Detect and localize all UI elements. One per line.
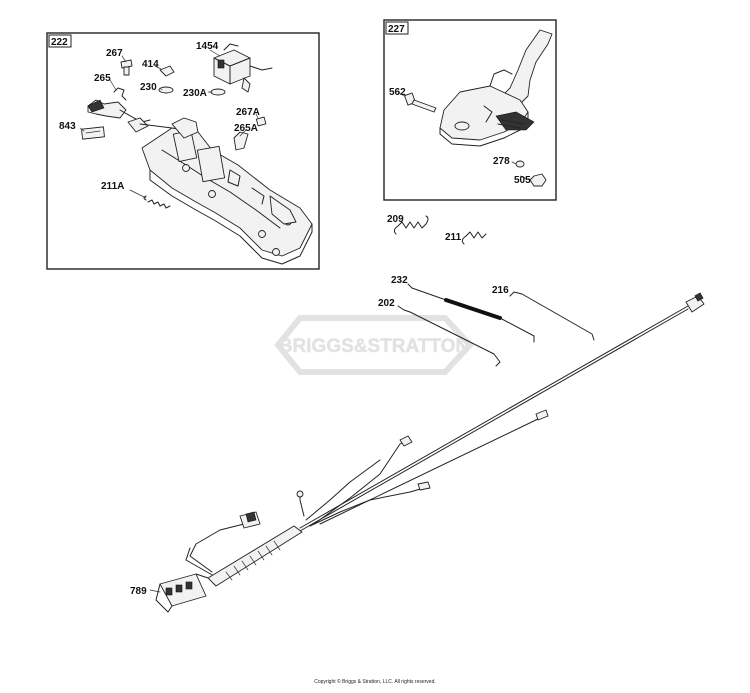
- spring-211: [461, 231, 487, 245]
- callout-843: 843: [59, 121, 76, 132]
- callout-562: 562: [389, 87, 406, 98]
- callout-265: 265: [94, 73, 111, 84]
- callout-209: 209: [387, 214, 404, 225]
- callout-202: 202: [378, 298, 395, 309]
- callout-505: 505: [514, 175, 531, 186]
- callout-265a: 265A: [234, 123, 258, 134]
- leader-789: [149, 589, 161, 593]
- spring-211a: [143, 195, 171, 209]
- callout-230a: 230A: [183, 88, 207, 99]
- screw-562: [404, 92, 437, 113]
- decal-843: [81, 126, 105, 140]
- callout-232: 232: [391, 275, 408, 286]
- callout-211a: 211A: [101, 181, 124, 192]
- nut-505: [529, 173, 547, 187]
- box-222-label: 222: [51, 37, 68, 48]
- link-216: [509, 291, 595, 341]
- assembly-box-227: 227: [383, 19, 557, 201]
- leader-232: [407, 283, 413, 289]
- washer-230: [158, 86, 174, 94]
- washer-230a: [210, 88, 226, 96]
- callout-267a: 267A: [236, 107, 260, 118]
- leaders-222: [79, 49, 259, 199]
- governor-lever: [87, 87, 173, 133]
- callout-414: 414: [142, 59, 159, 70]
- copyright-notice: Copyright © Briggs & Stratton, LLC. All …: [314, 679, 436, 685]
- callout-267: 267: [106, 48, 123, 59]
- washer-278: [515, 160, 525, 168]
- watermark-text: BRIGGS&STRATTON: [279, 336, 469, 357]
- leaders-227: [397, 91, 531, 181]
- callout-1454: 1454: [196, 41, 219, 52]
- wiring-harness-789: [155, 292, 705, 613]
- callout-789: 789: [130, 586, 147, 597]
- screw-267: [120, 59, 133, 76]
- nut-267a: [255, 116, 267, 127]
- brand-watermark: BRIGGS&STRATTON: [274, 315, 475, 375]
- callout-216: 216: [492, 285, 509, 296]
- link-202: [397, 305, 501, 367]
- box-227-label: 227: [388, 24, 405, 35]
- callout-230: 230: [140, 82, 157, 93]
- callout-278: 278: [493, 156, 510, 167]
- bracket-265a: [233, 131, 249, 151]
- throttle-plate: [439, 29, 553, 147]
- clip-414: [159, 65, 175, 77]
- spring-209: [393, 215, 429, 235]
- assembly-box-222: 222: [46, 32, 320, 270]
- solenoid-1454: [213, 43, 273, 93]
- callout-211: 211: [445, 232, 462, 243]
- control-bracket: [141, 117, 313, 265]
